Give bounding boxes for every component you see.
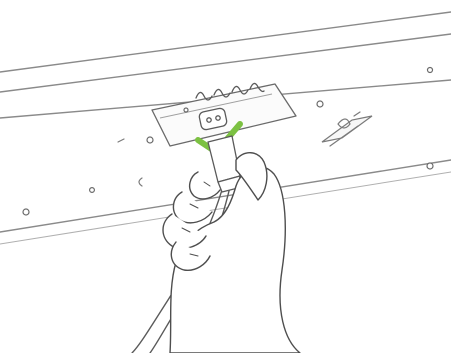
power-plug [208, 136, 240, 192]
